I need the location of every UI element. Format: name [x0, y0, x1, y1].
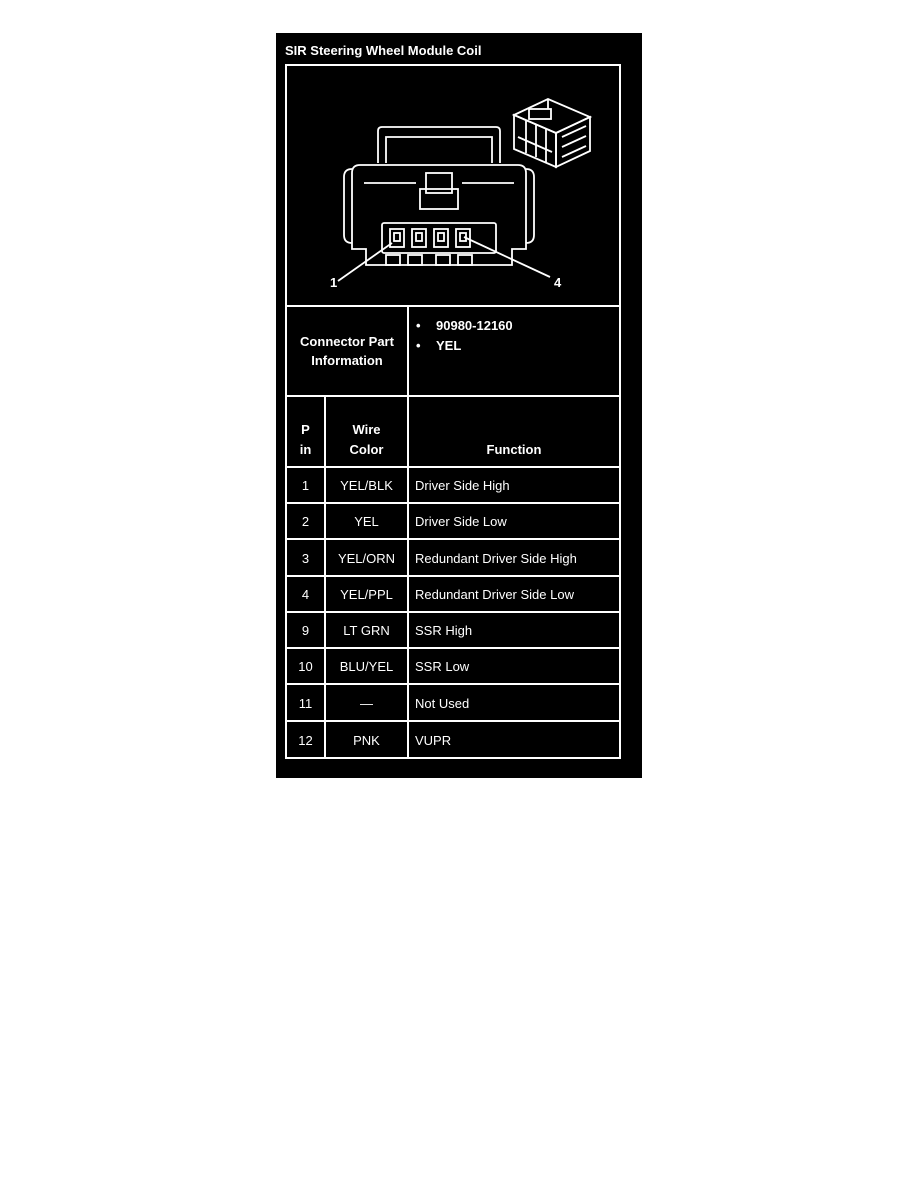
- row-color: LT GRN: [343, 623, 390, 638]
- connector-panel: SIR Steering Wheel Module Coil: [276, 33, 642, 778]
- row-color: —: [360, 696, 373, 711]
- row-color: YEL/BLK: [340, 478, 393, 493]
- row-pin: 3: [301, 551, 310, 566]
- row-function-cell: [407, 720, 621, 759]
- header-pin-line2: in: [299, 442, 312, 457]
- pin-label-left: 1: [330, 275, 337, 290]
- row-color: PNK: [353, 733, 380, 748]
- header-function-cell: [407, 395, 621, 468]
- row-function: SSR High: [415, 623, 473, 638]
- connector-part-number: 90980-12160: [416, 316, 513, 336]
- pin-label-right: 4: [554, 275, 562, 290]
- connector-diagram: 1 4: [330, 98, 593, 290]
- connector-info-label-line2: Information: [311, 353, 383, 368]
- header-color-line2: Color: [349, 442, 384, 457]
- connector-info-list: 90980-12160 YEL: [416, 316, 513, 356]
- row-function: Not Used: [415, 696, 470, 711]
- connector-3d-icon: [511, 98, 593, 169]
- row-color: YEL: [354, 514, 379, 529]
- row-color: YEL/PPL: [340, 587, 393, 602]
- row-pin: 1: [301, 478, 310, 493]
- row-function: Redundant Driver Side Low: [415, 587, 574, 602]
- row-function: VUPR: [415, 733, 452, 748]
- header-pin-line1: P: [301, 422, 310, 437]
- row-color: YEL/ORN: [337, 551, 396, 566]
- connector-face: [337, 126, 551, 282]
- row-pin: 11: [298, 696, 313, 711]
- row-function: Driver Side Low: [415, 514, 507, 529]
- row-function: Redundant Driver Side High: [415, 551, 577, 566]
- row-pin: 9: [301, 623, 310, 638]
- row-function: SSR Low: [415, 659, 470, 674]
- connector-info-label-line1: Connector Part: [300, 334, 394, 349]
- row-function: Driver Side High: [415, 478, 510, 493]
- connector-color: YEL: [416, 336, 513, 356]
- header-function: Function: [486, 442, 542, 457]
- header-color-line1: Wire: [352, 422, 381, 437]
- row-color: BLU/YEL: [339, 659, 394, 674]
- row-pin: 4: [301, 587, 310, 602]
- connector-info-label-cell: [285, 305, 409, 397]
- row-pin: 10: [298, 659, 313, 674]
- row-pin: 2: [301, 514, 310, 529]
- panel-title: SIR Steering Wheel Module Coil: [285, 43, 482, 58]
- row-pin: 12: [298, 733, 313, 748]
